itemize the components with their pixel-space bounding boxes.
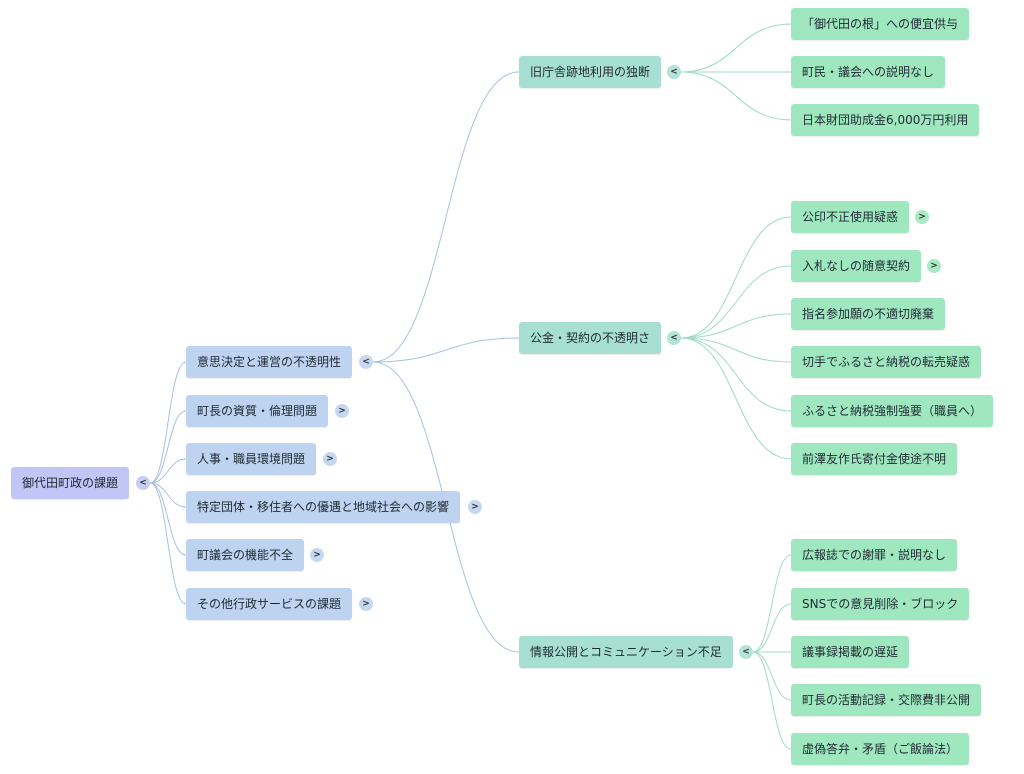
branch-other-services[interactable]: その他行政サービスの課題 xyxy=(186,588,353,620)
subtopic-information-disclosure[interactable]: 情報公開とコミュニケーション不足 xyxy=(519,636,733,668)
connector-line xyxy=(149,482,187,556)
leaf-item[interactable]: 町民・議会への説明なし xyxy=(791,56,946,88)
leaf-item[interactable]: 日本財団助成金6,000万円利用 xyxy=(791,104,980,136)
leaf-item[interactable]: 議事録掲載の遅延 xyxy=(791,636,910,668)
leaf-item[interactable]: SNSでの意見削除・ブロック xyxy=(791,588,970,620)
connector-line xyxy=(149,482,187,508)
leaf-item[interactable]: 切手でふるさと納税の転売疑惑 xyxy=(791,346,982,378)
branch-other-services-expand-toggle[interactable]: > xyxy=(359,597,373,611)
leaf-label: 公印不正使用疑惑 xyxy=(802,210,899,224)
leaf-label: ふるさと納税強制強要（職員へ） xyxy=(802,404,983,418)
leaf-item[interactable]: 広報誌での謝罪・説明なし xyxy=(791,539,958,571)
branch-preferential-treatment-expand-toggle[interactable]: > xyxy=(468,500,482,514)
branch-preferential-treatment[interactable]: 特定団体・移住者への優遇と地域社会への影響 xyxy=(186,491,461,523)
connector-line xyxy=(680,265,792,339)
leaf-item[interactable]: 指名参加願の不適切廃棄 xyxy=(791,298,946,330)
subtopic-old-office-site-collapse-toggle[interactable]: < xyxy=(667,65,681,79)
connector-line xyxy=(752,651,792,701)
branch-mayor-ethics[interactable]: 町長の資質・倫理問題 xyxy=(186,395,329,427)
leaf-item[interactable]: 「御代田の根」への便宜供与 xyxy=(791,8,970,40)
root-label: 御代田町政の課題 xyxy=(22,476,119,490)
subtopic-public-funds-contracts-collapse-toggle[interactable]: < xyxy=(667,331,681,345)
leaf-label: 日本財団助成金6,000万円利用 xyxy=(802,113,969,127)
branch-label: 町議会の機能不全 xyxy=(197,548,294,562)
subtopic-information-disclosure-collapse-toggle[interactable]: < xyxy=(739,645,753,659)
connector-line xyxy=(680,71,792,121)
leaf-label: 町長の活動記録・交際費非公開 xyxy=(802,693,971,707)
leaf-label: 町民・議会への説明なし xyxy=(802,65,935,79)
leaf-item[interactable]: 公印不正使用疑惑 xyxy=(791,201,910,233)
connector-line xyxy=(680,337,792,363)
leaf-item[interactable]: 前澤友作氏寄付金使途不明 xyxy=(791,443,958,475)
branch-council-dysfunction-expand-toggle[interactable]: > xyxy=(310,548,324,562)
connector-line xyxy=(149,410,187,484)
leaf-label: 前澤友作氏寄付金使途不明 xyxy=(802,452,947,466)
branch-council-dysfunction[interactable]: 町議会の機能不全 xyxy=(186,539,305,571)
leaf-item[interactable]: ふるさと納税強制強要（職員へ） xyxy=(791,395,994,427)
leaf-expand-toggle[interactable]: > xyxy=(927,259,941,273)
leaf-item[interactable]: 町長の活動記録・交際費非公開 xyxy=(791,684,982,716)
connector-line xyxy=(752,554,792,653)
connector-line xyxy=(752,603,792,653)
connector-line xyxy=(680,337,792,460)
leaf-label: 指名参加願の不適切廃棄 xyxy=(802,307,935,321)
subtopic-label: 情報公開とコミュニケーション不足 xyxy=(530,645,722,659)
subtopic-label: 旧庁舎跡地利用の独断 xyxy=(530,65,651,79)
branch-mayor-ethics-expand-toggle[interactable]: > xyxy=(335,404,349,418)
subtopic-old-office-site[interactable]: 旧庁舎跡地利用の独断 xyxy=(519,56,662,88)
root-node[interactable]: 御代田町政の課題 xyxy=(11,467,130,499)
leaf-item[interactable]: 虚偽答弁・矛盾（ご飯論法） xyxy=(791,733,970,765)
connector-line xyxy=(680,337,792,412)
connector-line xyxy=(680,313,792,339)
branch-decision-transparency-collapse-toggle[interactable]: < xyxy=(359,355,373,369)
connector-line xyxy=(149,482,187,605)
connector-line xyxy=(149,458,187,484)
leaf-expand-toggle[interactable]: > xyxy=(915,210,929,224)
branch-label: その他行政サービスの課題 xyxy=(197,597,342,611)
branch-label: 特定団体・移住者への優遇と地域社会への影響 xyxy=(197,500,450,514)
subtopic-label: 公金・契約の不透明さ xyxy=(530,331,651,345)
connector-line xyxy=(372,337,520,363)
leaf-label: 議事録掲載の遅延 xyxy=(802,645,899,659)
leaf-label: 「御代田の根」への便宜供与 xyxy=(802,17,959,31)
branch-label: 意思決定と運営の不透明性 xyxy=(197,355,342,369)
subtopic-public-funds-contracts[interactable]: 公金・契約の不透明さ xyxy=(519,322,662,354)
branch-personnel-issues[interactable]: 人事・職員環境問題 xyxy=(186,443,317,475)
branch-label: 町長の資質・倫理問題 xyxy=(197,404,318,418)
connector-line xyxy=(680,216,792,339)
connector-line xyxy=(149,361,187,484)
branch-personnel-issues-expand-toggle[interactable]: > xyxy=(323,452,337,466)
connector-line xyxy=(372,71,520,363)
root-collapse-toggle[interactable]: < xyxy=(136,476,150,490)
leaf-label: 広報誌での謝罪・説明なし xyxy=(802,548,947,562)
branch-decision-transparency[interactable]: 意思決定と運営の不透明性 xyxy=(186,346,353,378)
leaf-item[interactable]: 入札なしの随意契約 xyxy=(791,250,922,282)
leaf-label: 切手でふるさと納税の転売疑惑 xyxy=(802,355,971,369)
connector-line xyxy=(752,651,792,750)
branch-label: 人事・職員環境問題 xyxy=(197,452,306,466)
connector-line xyxy=(680,23,792,73)
leaf-label: 入札なしの随意契約 xyxy=(802,259,911,273)
leaf-label: SNSでの意見削除・ブロック xyxy=(802,597,959,611)
leaf-label: 虚偽答弁・矛盾（ご飯論法） xyxy=(802,742,959,756)
